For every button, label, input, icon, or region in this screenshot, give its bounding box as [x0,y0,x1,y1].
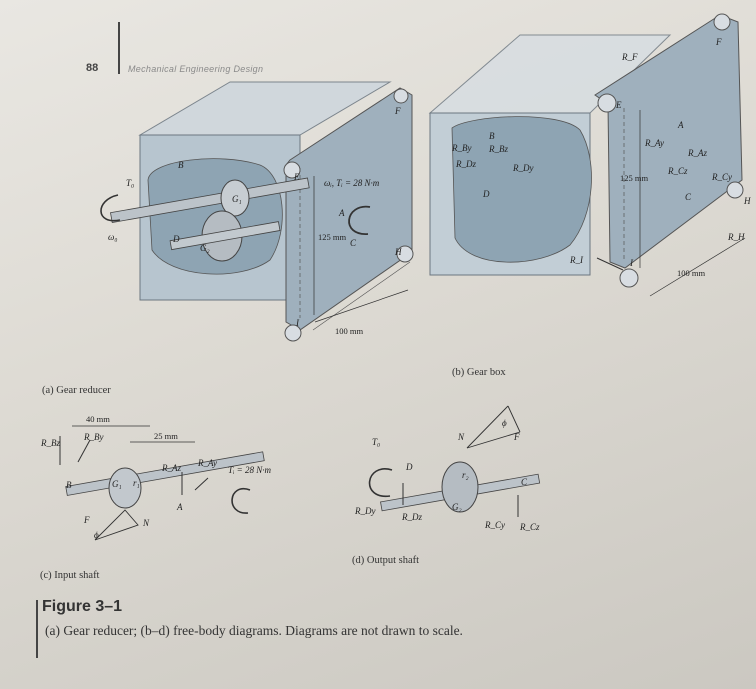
label-b-D: D [483,189,490,199]
label-a-I: I [296,318,299,328]
dim-a-100: 100 mm [335,326,364,336]
label-b-B: B [489,131,495,141]
dim-c-25: 25 mm [154,431,178,441]
label-d-F: F [514,432,520,442]
label-c-RAy: R_Ay [198,458,217,468]
label-d-RDy: R_Dy [355,506,376,516]
running-head: Mechanical Engineering Design [128,64,264,74]
label-c-RBz: R_Bz [41,438,60,448]
caption-c: (c) Input shaft [40,570,100,581]
caption-rule [36,600,38,658]
header-rule [118,22,120,74]
label-b-E: E [616,100,622,110]
input-shaft-drawing [59,425,265,541]
label-b-A: A [678,120,684,130]
label-a-H: H [395,247,402,257]
label-b-F: F [716,37,722,47]
dim-c-40: 40 mm [86,414,110,424]
label-a-T0: T₀ [126,178,135,188]
label-b-C: C [685,192,692,202]
label-b-RBz: R_Bz [489,144,508,154]
label-c-r1: r₁ [133,478,140,488]
label-c-N: N [143,518,150,528]
label-a-G2: G₂ [200,243,210,253]
label-d-C: C [521,477,528,487]
figure-caption: (a) Gear reducer; (b–d) free-body diagra… [45,623,463,638]
label-b-RCy: R_Cy [712,172,732,182]
label-c-RAz: R_Az [162,463,181,473]
label-d-T0: T₀ [372,437,381,447]
label-a-D: D [173,234,180,244]
torque-c: Tᵢ = 28 N·m [228,465,272,475]
label-a-B: B [178,160,184,170]
label-b-RAy: R_Ay [645,138,664,148]
label-d-RCy: R_Cy [485,520,505,530]
label-d-RCz: R_Cz [520,522,540,532]
label-c-F: F [84,515,90,525]
label-b-RH: R_H [728,232,745,242]
label-d-RDz: R_Dz [402,512,422,522]
label-a-F: F [395,106,401,116]
label-b-RF: R_F [622,52,638,62]
label-a-E: E [294,172,300,182]
label-c-phi: ϕ [94,530,99,540]
dim-b-125: 125 mm [620,173,649,183]
label-a-C: C [350,238,357,248]
label-d-G2: G₂ [452,502,462,512]
figure-title: Figure 3–1 [42,598,123,615]
label-b-H: H [744,196,751,206]
label-c-B: B [66,480,72,490]
output-shaft-drawing [368,405,541,517]
page-number: 88 [86,62,99,74]
label-d-phi: ϕ [502,418,507,428]
label-b-RBy: R_By [452,143,472,153]
label-c-A: A [177,502,183,512]
dim-b-100: 100 mm [677,268,706,278]
torque-a: ωᵢ, Tᵢ = 28 N·m [324,178,380,188]
caption-a: (a) Gear reducer [42,385,111,396]
label-b-RDy: R_Dy [513,163,534,173]
caption-d: (d) Output shaft [352,555,420,566]
label-d-N: N [458,432,465,442]
label-d-r2: r₂ [462,470,469,480]
label-a-G1: G₁ [232,194,242,204]
label-b-RAz: R_Az [688,148,707,158]
gear-box-drawing [428,13,746,297]
label-b-RDz: R_Dz [456,159,476,169]
caption-b: (b) Gear box [452,367,506,378]
label-b-RCz: R_Cz [668,166,688,176]
label-b-I: I [630,258,633,268]
dim-a-125: 125 mm [318,232,347,242]
label-d-D: D [406,462,413,472]
label-a-A: A [339,208,345,218]
label-a-w0: ω₀ [108,232,118,242]
label-c-RBy: R_By [84,432,104,442]
label-c-G1: G₁ [112,479,122,489]
gear-reducer-drawing [100,81,414,342]
label-b-RI: R_I [570,255,583,265]
